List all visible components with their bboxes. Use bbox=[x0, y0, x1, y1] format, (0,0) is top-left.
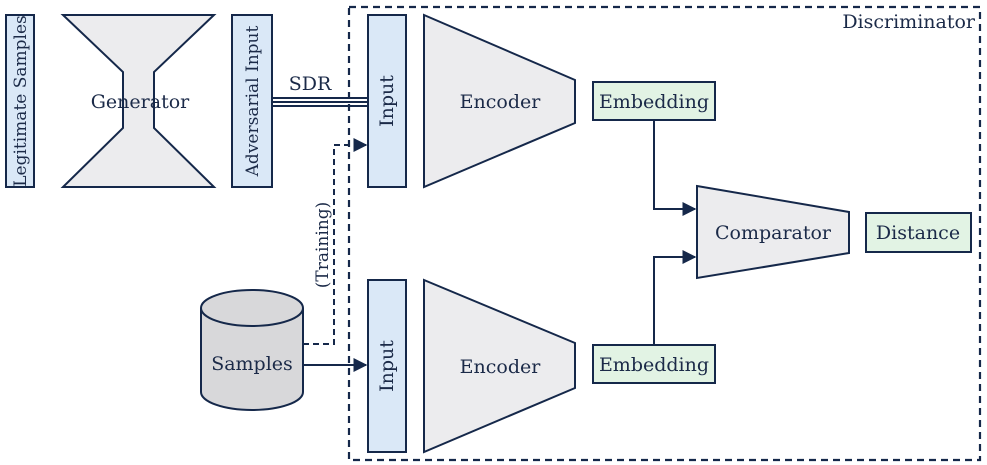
input-label-top: Input bbox=[376, 75, 398, 127]
comparator-label: Comparator bbox=[715, 222, 832, 244]
embedding-label-bottom: Embedding bbox=[599, 354, 709, 376]
discriminator-label: Discriminator bbox=[842, 11, 976, 33]
discriminator-frame bbox=[347, 5, 982, 462]
sdr-label: SDR bbox=[289, 73, 332, 95]
distance-box bbox=[865, 212, 972, 253]
samples-label: Samples bbox=[211, 353, 293, 375]
samples-cylinder-body bbox=[200, 308, 304, 411]
encoder-label-top: Encoder bbox=[460, 91, 542, 113]
arrow-training-dashed bbox=[303, 138, 368, 345]
input-label-bottom: Input bbox=[376, 340, 398, 392]
training-label: (Training) bbox=[313, 202, 333, 289]
legitimate-samples-label: Legitimate Samples bbox=[11, 15, 31, 187]
encoder-shape-bottom bbox=[423, 278, 576, 454]
input-box-bottom bbox=[367, 279, 407, 453]
embedding-label-top: Embedding bbox=[599, 91, 709, 113]
generator-body bbox=[60, 14, 217, 188]
adversarial-input-label: Adversarial Input bbox=[243, 25, 263, 177]
encoder-shape-top bbox=[423, 13, 576, 189]
encoder-label-bottom: Encoder bbox=[460, 356, 542, 378]
input-box-top bbox=[367, 14, 407, 188]
samples-cylinder-top bbox=[200, 289, 304, 327]
embedding-box-bottom bbox=[592, 344, 716, 384]
generator-label: Generator bbox=[91, 91, 190, 113]
arrow-embedding-top-to-comparator bbox=[653, 120, 697, 216]
distance-label: Distance bbox=[876, 222, 960, 244]
arrow-embedding-bottom-to-comparator bbox=[653, 250, 697, 345]
comparator-shape bbox=[696, 184, 850, 280]
legitimate-samples-box bbox=[5, 14, 35, 188]
